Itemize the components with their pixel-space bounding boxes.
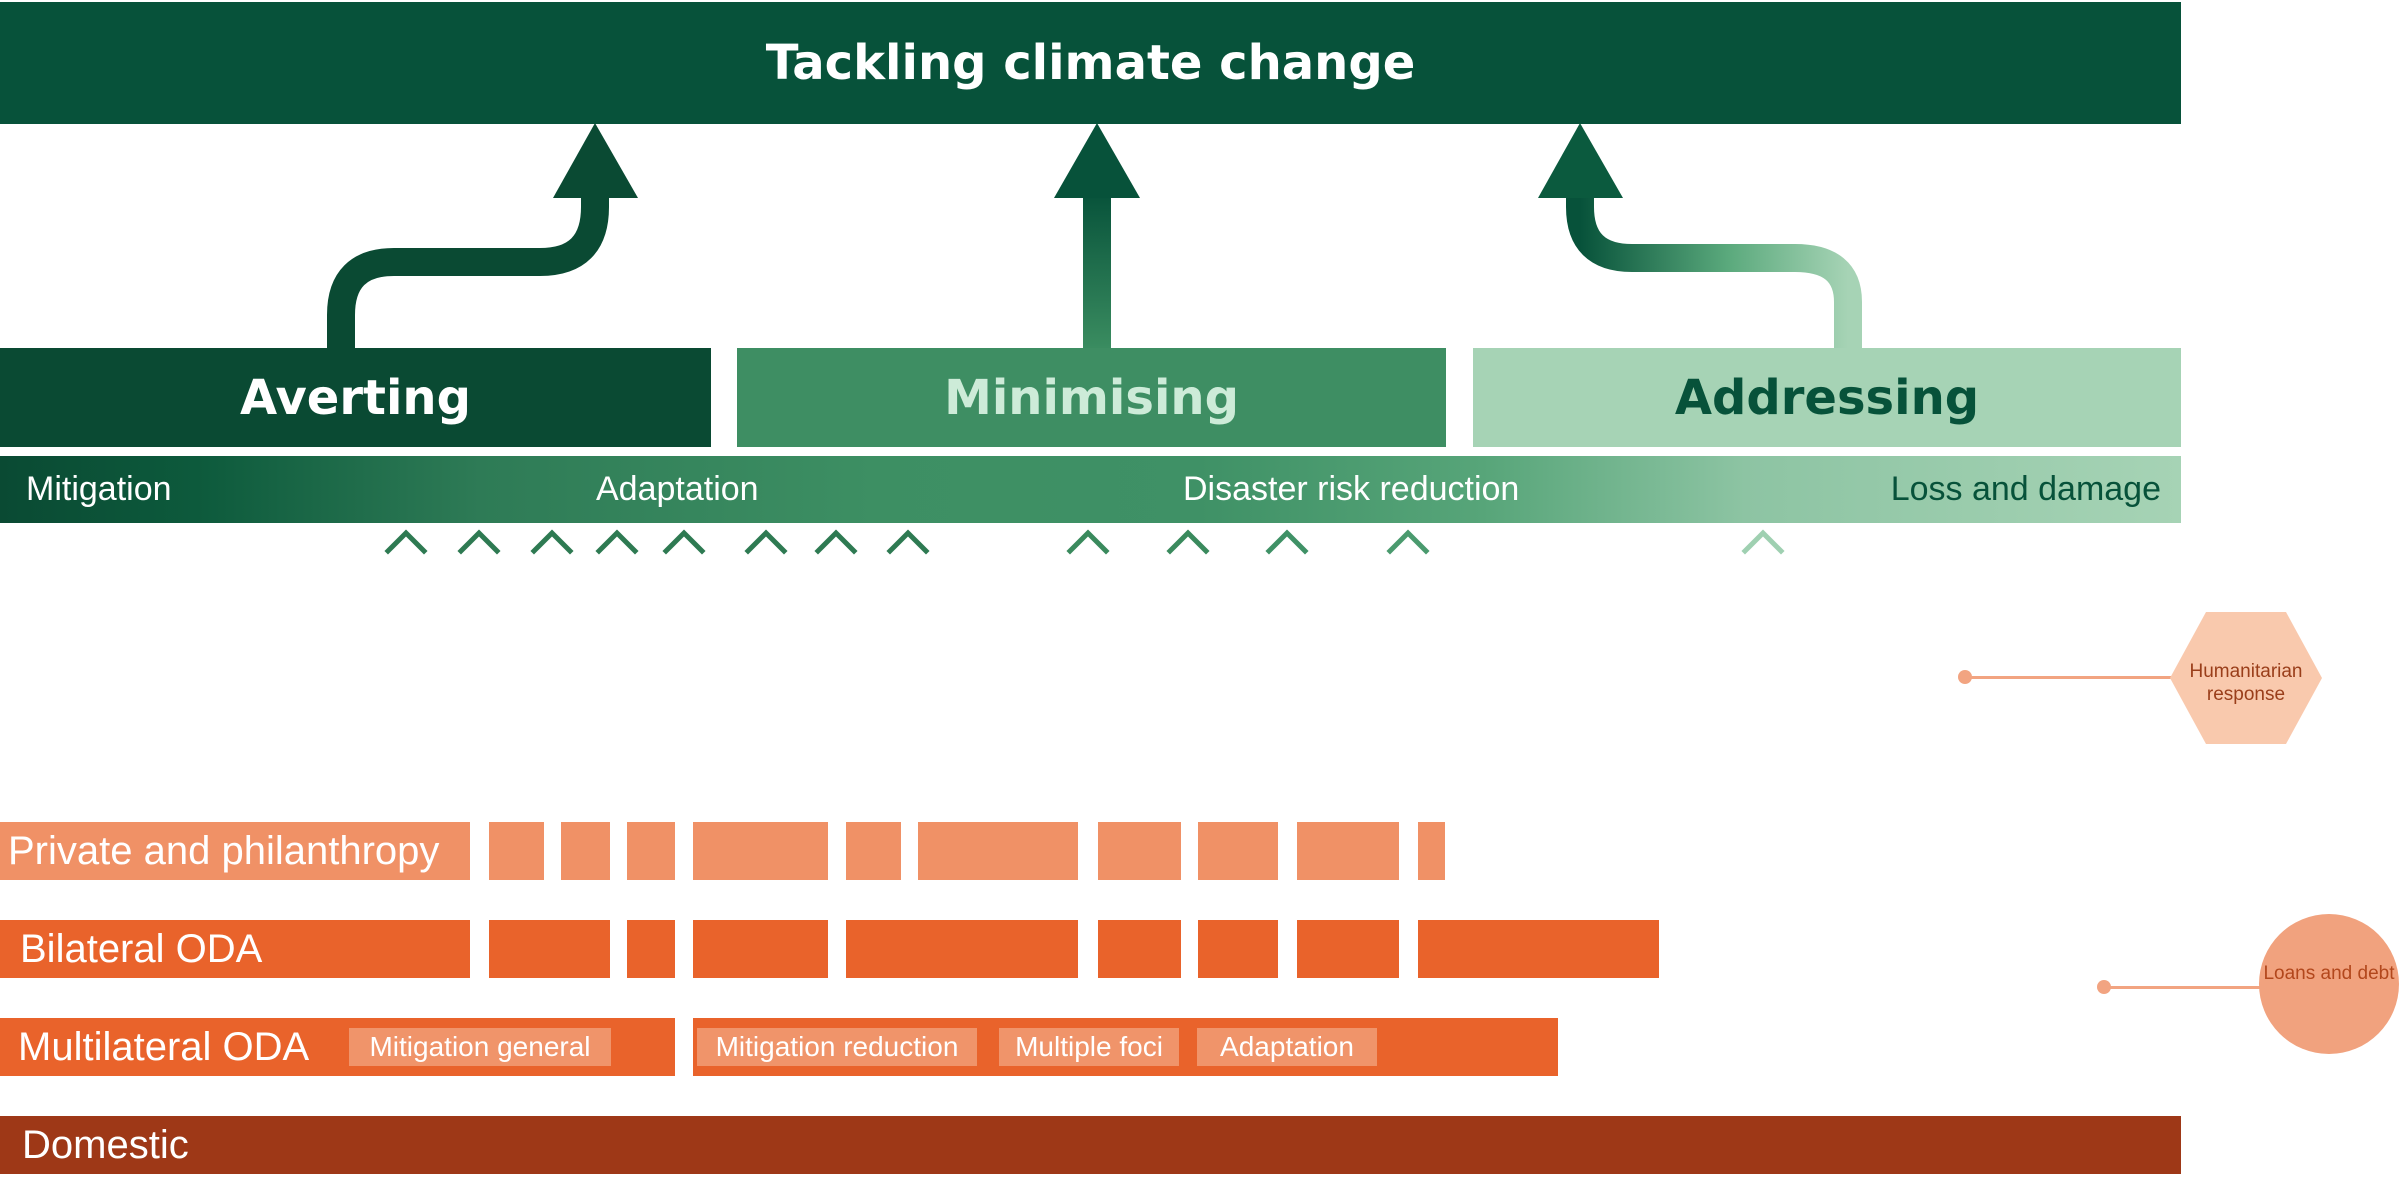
diagram-title: Tackling climate change	[765, 35, 1416, 91]
flow-arrowhead	[1166, 529, 1210, 555]
spectrum-mitigation: Mitigation	[26, 470, 172, 508]
bilateral-segment	[846, 920, 1078, 978]
bilateral-segment	[1418, 920, 1659, 978]
flow-arrowhead	[886, 529, 930, 555]
minimising-arrowhead	[1054, 123, 1140, 198]
private-segment	[561, 822, 610, 880]
humanitarian-hexagon	[2170, 612, 2322, 744]
loans-label: Loans and debt	[2263, 963, 2395, 984]
title-banner: Tackling climate change	[0, 2, 2181, 124]
source-domestic: Domestic	[22, 1116, 189, 1174]
pillar-averting-label: Averting	[240, 369, 471, 426]
bilateral-row	[0, 920, 1659, 978]
source-private: Private and philanthropy	[8, 822, 439, 880]
private-segment	[1297, 822, 1399, 880]
pillar-addressing: Addressing	[1473, 348, 2181, 447]
loans-circle	[2259, 914, 2399, 1054]
private-segment	[627, 822, 675, 880]
private-row	[0, 822, 1445, 880]
bilateral-segment	[693, 920, 828, 978]
flow-arrowhead	[530, 529, 574, 555]
minimising-arrow	[1083, 192, 1111, 348]
loans-dot	[2097, 980, 2111, 994]
loans-connector	[2106, 986, 2266, 989]
bilateral-segment	[627, 920, 675, 978]
bilateral-segment	[1297, 920, 1399, 978]
bilateral-label-bar	[0, 920, 470, 978]
source-multilateral: Multilateral ODA	[18, 1018, 309, 1076]
private-segment	[918, 822, 1078, 880]
flow-arrowhead	[384, 529, 428, 555]
tag-adaptation: Adaptation	[1197, 1028, 1377, 1066]
spectrum-bar: Mitigation Adaptation Disaster risk redu…	[0, 456, 2181, 523]
addressing-arrow	[1566, 195, 1862, 348]
pillar-minimising-label: Minimising	[944, 369, 1239, 426]
private-segment	[489, 822, 544, 880]
bilateral-segment	[1198, 920, 1278, 978]
flow-arrowhead	[1741, 529, 1785, 555]
pillar-minimising: Minimising	[737, 348, 1446, 447]
private-segment	[693, 822, 828, 880]
source-bilateral: Bilateral ODA	[20, 920, 262, 978]
flow-arrowhead	[1386, 529, 1430, 555]
addressing-arrowhead	[1538, 123, 1623, 198]
spectrum-disaster-risk-reduction: Disaster risk reduction	[1183, 470, 1520, 508]
private-segment	[1098, 822, 1181, 880]
source-bilateral-label: Bilateral ODA	[20, 927, 263, 971]
flow-arrowhead	[744, 529, 788, 555]
tag-multiple-foci: Multiple foci	[999, 1028, 1179, 1066]
averting-arrow	[327, 195, 609, 348]
humanitarian-dot	[1958, 670, 1972, 684]
flow-arrowhead	[662, 529, 706, 555]
flow-arrowhead	[457, 529, 501, 555]
flow-arrowhead	[1066, 529, 1110, 555]
flow-arrowhead	[1265, 529, 1309, 555]
pillar-addressing-label: Addressing	[1674, 369, 1980, 426]
humanitarian-label: Humanitarian response	[2189, 661, 2303, 705]
source-domestic-label: Domestic	[22, 1123, 189, 1167]
humanitarian-connector	[1966, 676, 2176, 679]
private-segment	[1198, 822, 1278, 880]
private-label-bar	[0, 822, 470, 880]
flow-arrowhead	[595, 529, 639, 555]
averting-arrowhead	[553, 123, 638, 198]
private-segment	[846, 822, 901, 880]
tag-mitigation-general: Mitigation general	[349, 1028, 611, 1066]
spectrum-loss-and-damage: Loss and damage	[1890, 470, 2161, 508]
source-private-label: Private and philanthropy	[8, 829, 440, 873]
tag-mitigation-reduction: Mitigation reduction	[697, 1028, 977, 1066]
flow-arrowhead	[814, 529, 858, 555]
bilateral-segment	[1098, 920, 1181, 978]
domestic-bar	[0, 1116, 2181, 1174]
private-segment	[1418, 822, 1445, 880]
bilateral-segment	[489, 920, 610, 978]
pillar-averting: Averting	[0, 348, 711, 447]
spectrum-adaptation: Adaptation	[596, 470, 759, 508]
source-multilateral-label: Multilateral ODA	[18, 1025, 310, 1069]
